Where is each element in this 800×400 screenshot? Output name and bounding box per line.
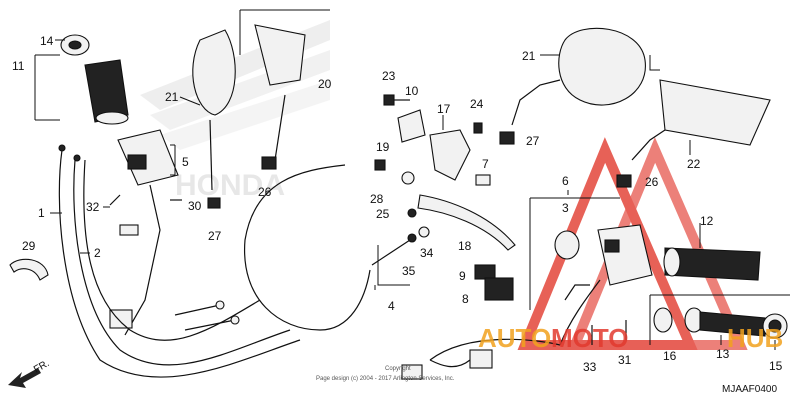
brand-hub-text: HUB: [727, 323, 783, 353]
callout-26a: 26: [258, 185, 272, 199]
wiring-harness-part: [401, 338, 561, 380]
right-mirror-part: [511, 27, 771, 161]
clutch-holder-part: [397, 109, 426, 143]
automotohub-watermark: AUTO MOTO HUB: [478, 323, 783, 353]
callout-21a: 21: [165, 90, 179, 104]
left-grip-part: [60, 34, 129, 125]
throttle-grip-part: [663, 247, 761, 281]
callout-31: 31: [618, 353, 632, 367]
callout-32: 32: [86, 200, 100, 214]
callout-4: 4: [388, 299, 395, 313]
nut-28-part: [401, 171, 415, 185]
callout-8: 8: [462, 292, 469, 306]
callout-24: 24: [470, 97, 484, 111]
callout-6: 6: [562, 174, 569, 188]
callout-12: 12: [700, 214, 714, 228]
front-direction-label: FR.: [32, 358, 51, 376]
throttle-cables-part: [58, 144, 301, 378]
brand-auto-text: AUTO: [478, 323, 551, 353]
screw-19-part: [374, 159, 386, 171]
brand-moto-text: MOTO: [551, 323, 629, 353]
callout-1: 1: [38, 206, 45, 220]
callout-35: 35: [402, 264, 416, 278]
callout-30: 30: [188, 199, 202, 213]
copyright-prefix: Copyright: [385, 366, 411, 372]
clutch-lever-part: [417, 194, 516, 251]
callout-13: 13: [716, 347, 730, 361]
callout-33: 33: [583, 360, 597, 374]
left-mirror-part: [192, 24, 306, 191]
callout-19: 19: [376, 140, 390, 154]
bolt-24-part: [473, 122, 483, 134]
callout-28: 28: [370, 192, 384, 206]
callout-16: 16: [663, 349, 677, 363]
left-nut-27-part: [207, 197, 221, 209]
front-direction-arrow: FR.: [8, 358, 51, 388]
callout-21b: 21: [522, 49, 536, 63]
callout-27b: 27: [526, 134, 540, 148]
callout-22: 22: [687, 157, 701, 171]
callout-34: 34: [420, 246, 434, 260]
clutch-cable-part: [244, 164, 371, 331]
switch-7-part: [475, 174, 491, 186]
callout-7: 7: [482, 157, 489, 171]
honda-logo-text: HONDA: [175, 169, 285, 202]
callout-3: 3: [562, 201, 569, 215]
callout-20: 20: [318, 77, 332, 91]
callout-18: 18: [458, 239, 472, 253]
callout-17: 17: [437, 102, 451, 116]
right-switch-housing-part: [554, 224, 653, 346]
relay-9-part: [474, 264, 496, 280]
bolt-23-part: [383, 94, 410, 106]
right-nut-26-part: [616, 174, 632, 188]
callout-29: 29: [22, 239, 36, 253]
wire-band-part: [9, 258, 49, 281]
callout-27a: 27: [208, 229, 222, 243]
callout-9: 9: [459, 269, 466, 283]
cable-end-part: [407, 233, 417, 243]
callout-10: 10: [405, 84, 419, 98]
relay-8-part: [484, 277, 514, 301]
right-nut-27-part: [499, 131, 515, 145]
lever-bracket-part: [429, 129, 471, 181]
callout-15: 15: [769, 359, 783, 373]
callout-23: 23: [382, 69, 396, 83]
diagram-code: MJAAF0400: [722, 384, 777, 395]
left-switch-housing-part: [109, 129, 179, 336]
callout-5: 5: [182, 155, 189, 169]
callout-26b: 26: [645, 175, 659, 189]
washer-25-part: [407, 208, 417, 218]
left-nut-26-part: [261, 156, 277, 170]
callout-25: 25: [376, 207, 390, 221]
callout-11: 11: [12, 59, 25, 73]
copyright-text: Page design (c) 2004 - 2017 Arlington Se…: [316, 376, 455, 382]
grip-weight-parts: [653, 307, 788, 339]
callout-14: 14: [40, 34, 54, 48]
callout-2: 2: [94, 246, 101, 260]
left-cable-ends-part: [174, 300, 240, 331]
